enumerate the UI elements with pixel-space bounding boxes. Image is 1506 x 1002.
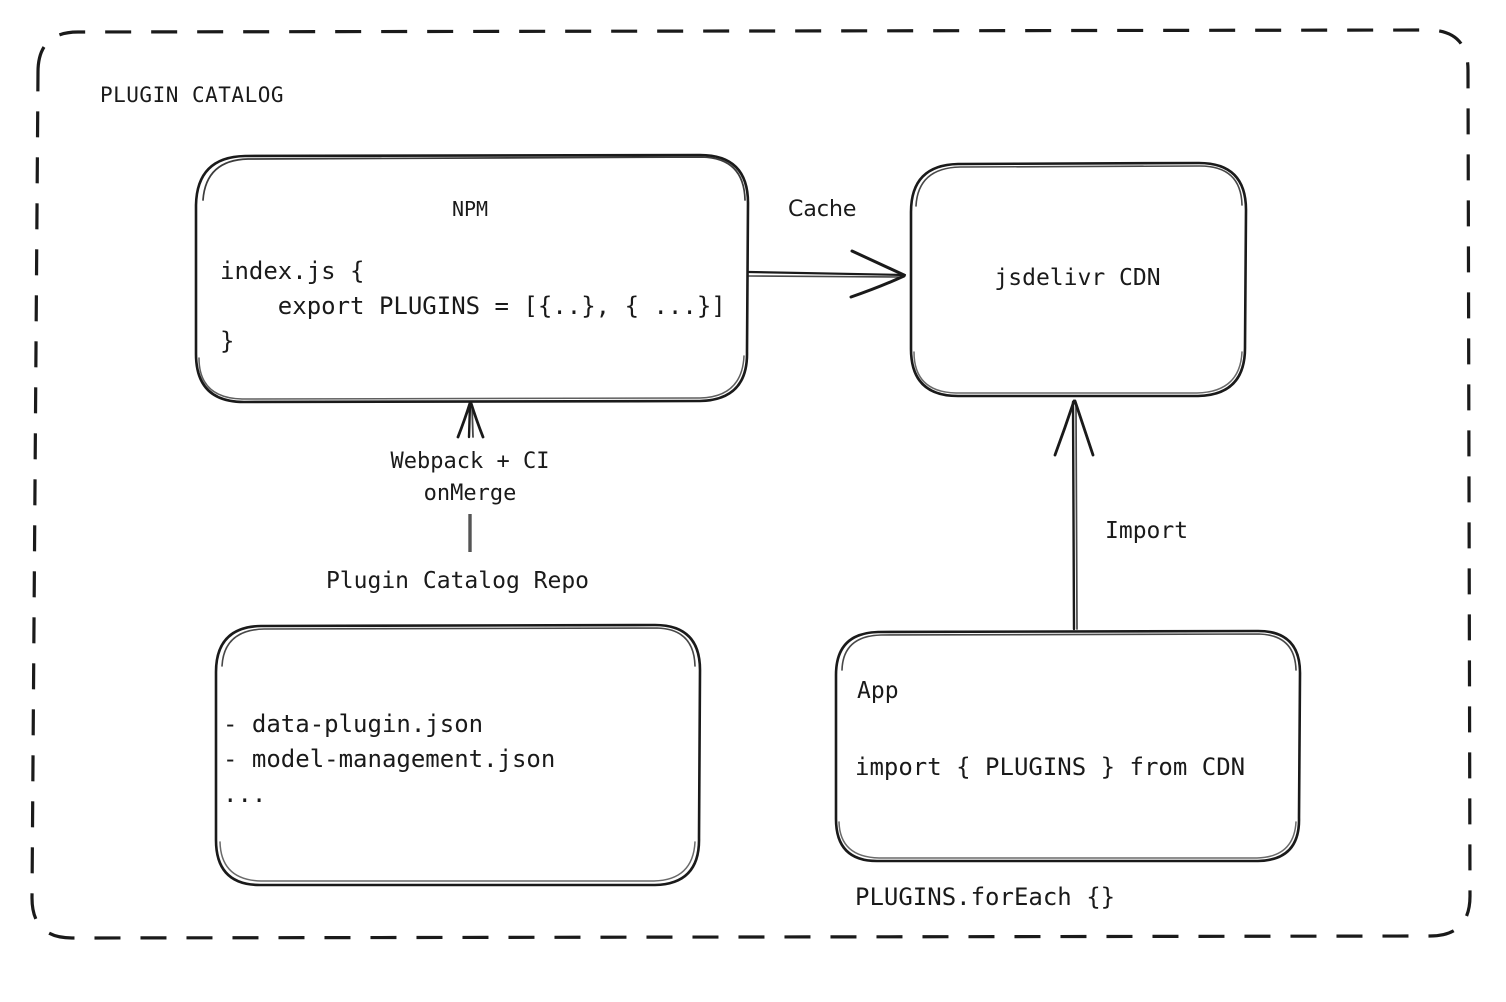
edge-label-import: Import (1105, 518, 1189, 544)
repo-node-items: - data-plugin.json - model-management.js… (223, 710, 556, 808)
edge-cache-arrow (747, 249, 907, 299)
edge-import-arrow (1053, 399, 1095, 631)
cdn-node-title: jsdelivr CDN (994, 265, 1161, 291)
app-node-code: import { PLUGINS } from CDN PLUGINS.forE… (855, 753, 1246, 911)
repo-node-label: Plugin Catalog Repo (325, 568, 590, 594)
app-node-title: App (857, 678, 899, 704)
npm-node-code: index.js { export PLUGINS = [{..}, { ...… (220, 257, 726, 355)
edge-label-build: Webpack + CI onMerge (390, 449, 550, 506)
page-title: PLUGIN CATALOG (100, 83, 285, 107)
edge-label-cache: Cache (788, 197, 857, 222)
npm-node-title: NPM (451, 197, 489, 221)
